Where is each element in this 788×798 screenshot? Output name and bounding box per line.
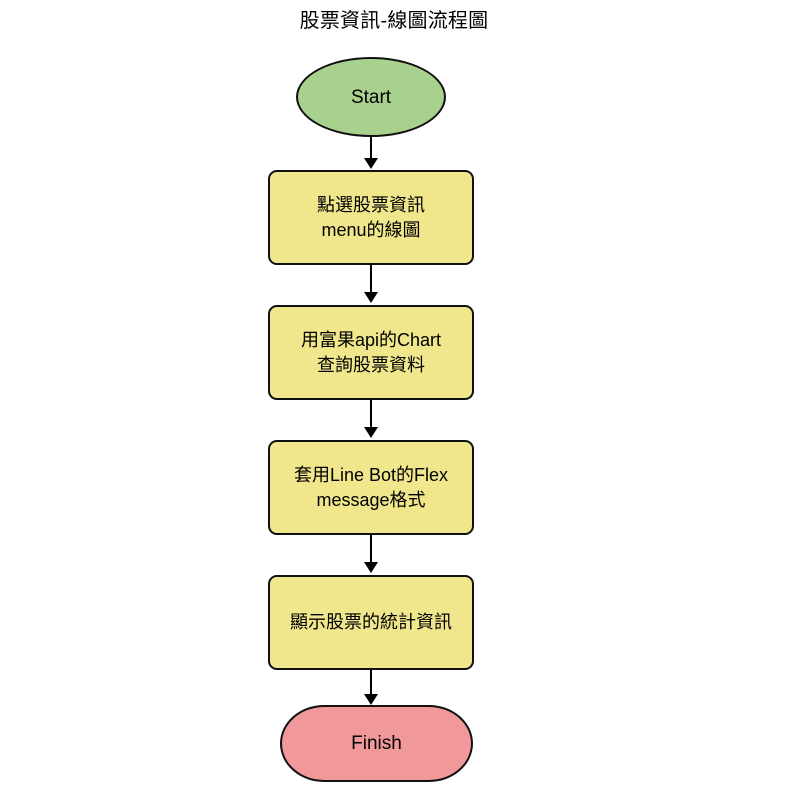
arrowhead-icon <box>364 292 378 303</box>
arrowhead-icon <box>364 427 378 438</box>
page-title: 股票資訊-線圖流程圖 <box>299 10 489 32</box>
node-process-1[interactable]: 點選股票資訊 menu的線圖 <box>268 170 474 265</box>
connector-process-4-to-finish <box>370 670 372 694</box>
connector-start-to-process-1 <box>370 137 372 159</box>
node-process-2-label: 用富果api的Chart 查詢股票資料 <box>300 329 442 375</box>
node-start-label: Start <box>350 86 392 108</box>
connector-process-3-to-process-4 <box>370 535 372 562</box>
node-process-2[interactable]: 用富果api的Chart 查詢股票資料 <box>268 305 474 400</box>
arrowhead-icon <box>364 158 378 169</box>
node-process-4[interactable]: 顯示股票的統計資訊 <box>268 575 474 670</box>
node-process-4-label: 顯示股票的統計資訊 <box>290 612 452 632</box>
arrowhead-icon <box>364 694 378 705</box>
connector-process-2-to-process-3 <box>370 400 372 427</box>
node-process-3[interactable]: 套用Line Bot的Flex message格式 <box>268 440 474 535</box>
connector-process-1-to-process-2 <box>370 265 372 292</box>
arrowhead-icon <box>364 562 378 573</box>
node-process-1-label: 點選股票資訊 menu的線圖 <box>317 194 425 240</box>
node-start[interactable]: Start <box>296 57 446 137</box>
node-finish-label: Finish <box>351 733 402 754</box>
node-process-3-label: 套用Line Bot的Flex message格式 <box>293 464 449 510</box>
node-finish[interactable]: Finish <box>280 705 473 782</box>
